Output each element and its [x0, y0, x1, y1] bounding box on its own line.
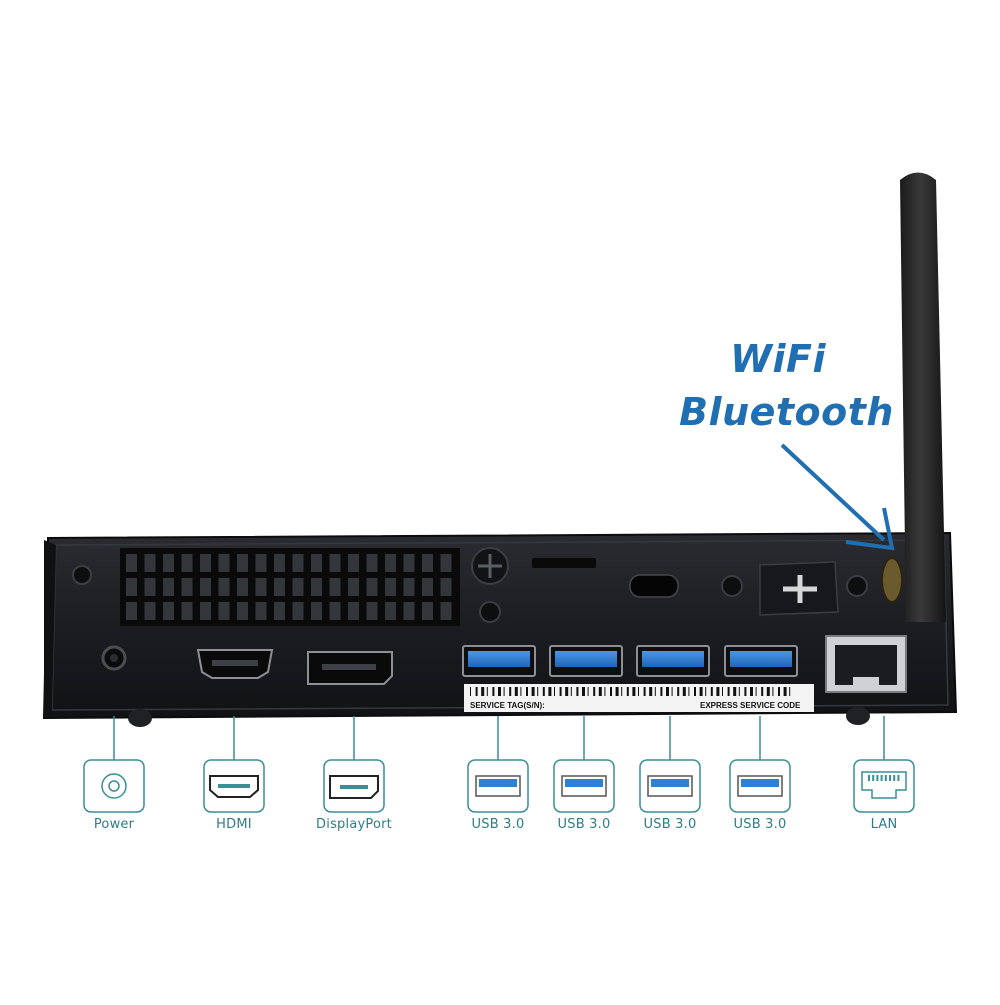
- port-label: HDMI: [216, 817, 252, 832]
- wifi-antenna: [881, 172, 946, 622]
- port-label: USB 3.0: [557, 817, 611, 832]
- bluetooth-callout: Bluetooth: [679, 390, 894, 434]
- port-label: USB 3.0: [643, 817, 697, 832]
- chassis-screw: [479, 601, 501, 623]
- usb-port-icon: [553, 759, 615, 813]
- foot: [846, 707, 870, 725]
- foot: [128, 709, 152, 727]
- chassis-screw: [846, 575, 868, 597]
- hdmi-port: [196, 649, 274, 679]
- kensington-lock-slot: [629, 574, 679, 598]
- lan-port: [825, 635, 907, 693]
- displayport-port: [307, 651, 393, 685]
- express-service-code-text: EXPRESS SERVICE CODE: [700, 701, 801, 710]
- usb-port-icon: [729, 759, 791, 813]
- usb-3-port: [636, 645, 710, 677]
- service-tag-text: SERVICE TAG(S/N):: [470, 701, 545, 710]
- chassis-screw: [72, 565, 92, 585]
- port-label: DisplayPort: [316, 817, 392, 832]
- usb-3-port: [549, 645, 623, 677]
- antenna-connector: [881, 557, 903, 603]
- hdmi-port-icon: [203, 759, 265, 813]
- power-port-icon: [83, 759, 145, 813]
- port-legend: [83, 716, 915, 813]
- lan-port-icon: [853, 759, 915, 813]
- port-label: USB 3.0: [471, 817, 525, 832]
- security-slot: [532, 558, 596, 568]
- callout-arrow: [780, 443, 895, 551]
- displayport-icon: [323, 759, 385, 813]
- wifi-callout: WiFi: [730, 337, 826, 381]
- usb-port-icon: [467, 759, 529, 813]
- usb-port-group: [462, 645, 798, 677]
- usb-port-icon: [639, 759, 701, 813]
- service-tag-sticker: SERVICE TAG(S/N): EXPRESS SERVICE CODE: [464, 684, 814, 712]
- vent-grille: [120, 548, 460, 626]
- usb-3-port: [724, 645, 798, 677]
- port-label: Power: [93, 817, 135, 832]
- chassis-screw: [721, 575, 743, 597]
- usb-3-port: [462, 645, 536, 677]
- port-label: USB 3.0: [733, 817, 787, 832]
- port-label: LAN: [870, 817, 898, 832]
